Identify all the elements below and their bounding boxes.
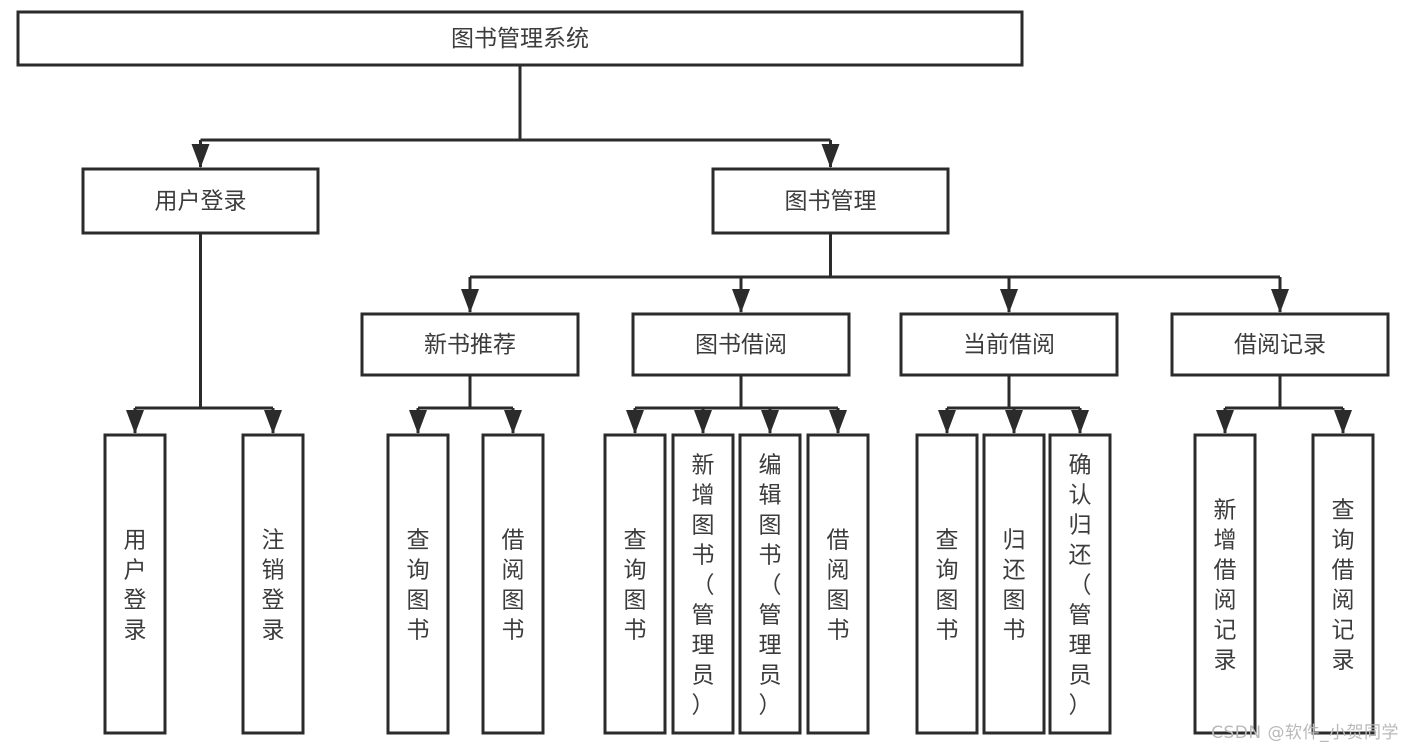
arrow-head-icon [732, 289, 750, 313]
node-leaf-add-borrow-record[interactable]: 新增借阅记录 [1193, 433, 1257, 735]
node-leaf-edit-book-admin[interactable]: 编辑图书（管理员） [738, 433, 802, 735]
node-book-borrow-label: 图书借阅 [695, 332, 787, 358]
node-leaf-user-login-label: 用户登录 [124, 527, 147, 643]
node-user-login[interactable]: 用户登录 [81, 167, 320, 235]
node-leaf-query-book-1-box [386, 433, 450, 735]
arrow-head-icon [1005, 410, 1023, 434]
node-new-book-recommend[interactable]: 新书推荐 [360, 312, 580, 377]
node-leaf-query-book-2-label: 查询图书 [624, 527, 647, 643]
node-leaf-query-borrow-record[interactable]: 查询借阅记录 [1311, 433, 1375, 735]
connector-layer [126, 65, 1352, 434]
node-leaf-logout-login-label: 注销登录 [262, 527, 285, 643]
node-user-login-box [81, 167, 320, 235]
node-leaf-confirm-return-admin-box [1048, 433, 1112, 735]
node-borrow-record[interactable]: 借阅记录 [1170, 312, 1390, 377]
arrow-head-icon [461, 289, 479, 313]
node-book-borrow[interactable]: 图书借阅 [631, 312, 851, 377]
arrow-head-icon [821, 144, 840, 168]
node-leaf-borrow-book-2-box [806, 433, 870, 735]
arrow-head-icon [938, 410, 956, 434]
node-book-manage[interactable]: 图书管理 [711, 167, 950, 235]
node-borrow-record-box [1170, 312, 1390, 377]
node-leaf-query-book-2-box [603, 433, 667, 735]
node-root-system-label: 图书管理系统 [451, 26, 589, 52]
node-leaf-edit-book-admin-label: 编辑图书（管理员） [759, 452, 782, 718]
node-book-borrow-box [631, 312, 851, 377]
arrow-head-icon [191, 144, 210, 168]
node-leaf-return-book-label: 归还图书 [1003, 527, 1026, 643]
node-leaf-confirm-return-admin-label: 确认归还（管理员） [1069, 452, 1092, 718]
node-leaf-query-book-3[interactable]: 查询图书 [915, 433, 979, 735]
node-leaf-user-login-box [103, 433, 167, 735]
arrow-head-icon [694, 410, 712, 434]
node-leaf-add-borrow-record-box [1193, 433, 1257, 735]
node-leaf-return-book-box [982, 433, 1046, 735]
arrow-head-icon [1216, 410, 1234, 434]
node-leaf-add-book-admin[interactable]: 新增图书（管理员） [671, 433, 735, 735]
node-current-borrow-label: 当前借阅 [963, 332, 1055, 358]
node-leaf-return-book[interactable]: 归还图书 [982, 433, 1046, 735]
node-leaf-borrow-book-1-label: 借阅图书 [502, 527, 525, 643]
node-leaf-query-book-1[interactable]: 查询图书 [386, 433, 450, 735]
node-book-manage-label: 图书管理 [785, 189, 877, 215]
node-leaf-confirm-return-admin[interactable]: 确认归还（管理员） [1048, 433, 1112, 735]
node-leaf-add-book-admin-box [671, 433, 735, 735]
node-book-manage-box [711, 167, 950, 235]
node-root-system[interactable]: 图书管理系统 [16, 10, 1024, 67]
arrow-head-icon [1000, 289, 1018, 313]
arrow-head-icon [1271, 289, 1289, 313]
node-leaf-query-borrow-record-label: 查询借阅记录 [1332, 497, 1355, 673]
arrow-head-icon [626, 410, 644, 434]
node-leaf-borrow-book-2[interactable]: 借阅图书 [806, 433, 870, 735]
arrow-head-icon [1334, 410, 1352, 434]
arrow-head-icon [1071, 410, 1089, 434]
node-leaf-add-borrow-record-label: 新增借阅记录 [1214, 497, 1237, 673]
node-leaf-user-login[interactable]: 用户登录 [103, 433, 167, 735]
node-root-system-box [16, 10, 1024, 67]
node-leaf-borrow-book-1-box [481, 433, 545, 735]
node-leaf-logout-login[interactable]: 注销登录 [241, 433, 305, 735]
node-layer: 图书管理系统用户登录图书管理新书推荐图书借阅当前借阅借阅记录用户登录注销登录查询… [16, 10, 1390, 735]
node-new-book-recommend-box [360, 312, 580, 377]
node-borrow-record-label: 借阅记录 [1234, 332, 1326, 358]
arrow-head-icon [264, 410, 282, 434]
node-leaf-edit-book-admin-box [738, 433, 802, 735]
node-leaf-query-book-2[interactable]: 查询图书 [603, 433, 667, 735]
arrow-head-icon [409, 410, 427, 434]
node-leaf-query-book-3-label: 查询图书 [936, 527, 959, 643]
node-leaf-logout-login-box [241, 433, 305, 735]
node-leaf-borrow-book-1[interactable]: 借阅图书 [481, 433, 545, 735]
node-leaf-query-book-3-box [915, 433, 979, 735]
arrow-head-icon [829, 410, 847, 434]
node-current-borrow-box [899, 312, 1119, 377]
node-leaf-borrow-book-2-label: 借阅图书 [827, 527, 850, 643]
node-leaf-query-borrow-record-box [1311, 433, 1375, 735]
arrow-head-icon [504, 410, 522, 434]
node-leaf-add-book-admin-label: 新增图书（管理员） [692, 452, 715, 718]
node-leaf-query-book-1-label: 查询图书 [407, 527, 430, 643]
node-new-book-recommend-label: 新书推荐 [424, 332, 516, 358]
arrow-head-icon [761, 410, 779, 434]
node-current-borrow[interactable]: 当前借阅 [899, 312, 1119, 377]
node-user-login-label: 用户登录 [155, 189, 247, 215]
arrow-head-icon [126, 410, 144, 434]
